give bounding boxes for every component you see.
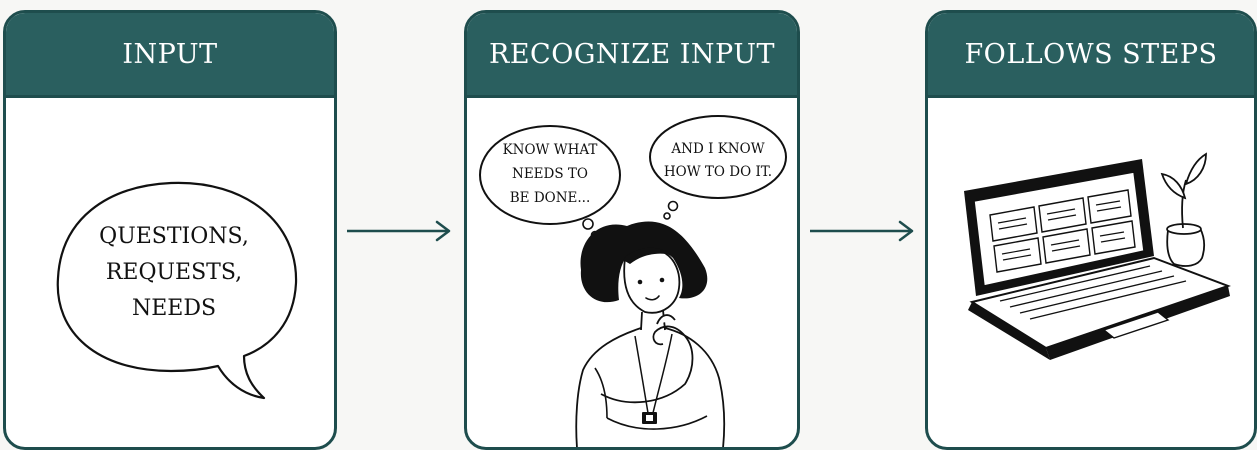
step-panel-follows-steps: FOLLOWS STEPS [925, 10, 1257, 450]
step-title: FOLLOWS STEPS [928, 13, 1254, 98]
bubble-line: NEEDS [132, 296, 216, 321]
arrow-right-icon [347, 220, 451, 242]
step-title: RECOGNIZE INPUT [467, 13, 797, 98]
step-body: QUESTIONS, REQUESTS, NEEDS [6, 98, 334, 447]
step-panel-recognize-input: RECOGNIZE INPUT KNOW WHAT NEEDS TO BE DO… [464, 10, 800, 450]
step-body: KNOW WHAT NEEDS TO BE DONE... AND I KNOW… [467, 98, 797, 447]
thought-line: AND I KNOW [670, 141, 764, 157]
step-title: INPUT [6, 13, 334, 98]
laptop-illustration [964, 152, 1231, 360]
step-body [928, 98, 1254, 447]
arrow-right-icon [810, 220, 914, 242]
bubble-line: REQUESTS, [106, 260, 242, 285]
step-panel-input: INPUT QUESTIONS, REQUESTS, NEEDS [3, 10, 337, 450]
plant-icon [1160, 152, 1207, 267]
speech-bubble-icon: QUESTIONS, REQUESTS, NEEDS [56, 181, 298, 400]
thinking-person-illustration: KNOW WHAT NEEDS TO BE DONE... AND I KNOW… [479, 115, 787, 447]
bubble-line: QUESTIONS, [99, 224, 249, 249]
thought-line: KNOW WHAT [503, 142, 598, 158]
thought-line: BE DONE... [510, 190, 591, 206]
thought-line: NEEDS TO [512, 166, 588, 182]
thought-line: HOW TO DO IT. [664, 164, 772, 180]
